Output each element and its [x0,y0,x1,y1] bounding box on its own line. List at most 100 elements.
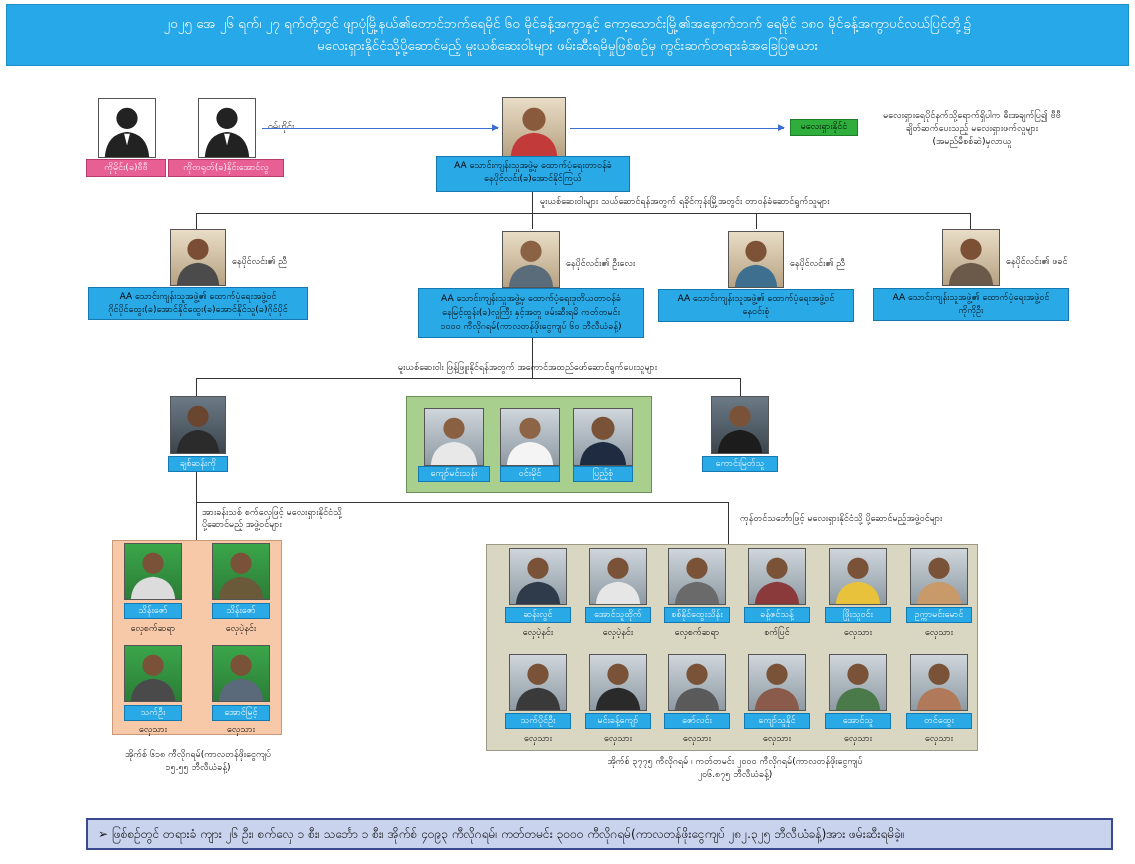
mid-caption-2: နေပိုင်လင်း၏ ဦးလေး [566,259,636,269]
name-tag-ship-12: တင်ထွေး [906,713,972,729]
branch2-label: မူးယစ်ဆေးဝါး ဖြန့်ဖြူးနိုင်ရန်အတွက် အကော… [398,363,658,373]
connector-line-horizontal [196,378,740,379]
mid-box-2: AA သောင်းကျန်းသူအဖွဲ့မှ ထောက်ပံ့ရေးဒုတိယ… [418,288,644,338]
connector-line [196,378,197,396]
role-ship-10: လှေသား [762,734,791,744]
name-tag-ship-5: ဖြိုးသူဝင်း [825,607,891,623]
name-tag-chit-san-ko: ချစ်ဆန်းကို [168,456,228,472]
left-branch-label: အားခန်းသစ် စက်လှေဖြင့် မလေးရှားနိုင်ငံသိ… [202,508,342,530]
person-photo-group-1 [424,408,484,466]
role-boat-2: လှေပဲ့နင်း [225,624,257,634]
person-photo-ship-2 [589,548,647,605]
name-tag-boat-1: သိန်းဇော် [124,603,182,619]
page-title: ၂၀၂၅ အေ ၂၆ ရက်၊ ၂၇ ရက်တို့တွင် ဖျာပုံမြိ… [6,4,1129,66]
person-photo-chit-san-ko [170,396,226,454]
role-boat-1: လှေစက်ဆရာ [130,624,176,634]
person-photo-ship-6 [910,548,968,605]
connector-arrow-left [262,128,498,129]
connector-line-horizontal [196,502,728,503]
right-seizure-note: အိုက်စ် ၃၇၇၅ ကီလိုဂရမ် ၊ ကတ်တမင်း ၂၀၀၀ က… [607,757,863,780]
name-tag-ship-7: သက်ပိုင်ဦး [505,713,571,729]
malaysia-tag: မလေးရှားနိုင်ငံ [790,119,858,136]
person-photo-boat-1 [124,543,182,600]
mid-box-1: AA သောင်းကျန်းသူအဖွဲ့၏ ထောက်ပံ့ရေးအဖွဲ့ဝ… [88,287,308,320]
person-photo-ship-12 [910,654,968,711]
summary-footer: ➢ ဖြစ်စဉ်တွင် တရားခံ ကျား ၂၆ ဦး၊ စက်လှေ … [86,818,1113,850]
person-photo-ship-8 [589,654,647,711]
connector-line [756,213,757,229]
name-tag-boat-3: သက်ဦး [124,705,182,721]
mid-box-3: AA သောင်းကျန်းသူအဖွဲ့၏ ထောက်ပံ့ရေးအဖွဲ့ဝ… [658,289,854,322]
person-photo-mid-1 [170,229,226,286]
person-photo-mid-2 [502,231,560,288]
role-ship-11: လှေသား [843,734,872,744]
role-ship-3: လှေစက်ဆရာ [674,628,720,638]
leader-box: AA သောင်းကျန်းသူအဖွဲ့မှ ထောက်ပံ့ရေးတာဝန်… [436,156,630,192]
person-photo-boat-3 [124,645,182,702]
role-ship-1: လှေပဲ့နင်း [522,628,554,638]
role-boat-3: လှေသား [138,725,167,735]
person-photo-boat-2 [212,543,270,600]
role-ship-5: လှေသား [843,628,872,638]
name-tag-ship-1: ဆန်းလွင် [505,607,571,623]
mid-caption-1: နေပိုင်လင်း၏ ညီ [232,257,287,267]
title-line-1: ၂၀၂၅ အေ ၂၆ ရက်၊ ၂၇ ရက်တို့တွင် ဖျာပုံမြိ… [163,16,972,32]
connector-arrow-right [570,128,784,129]
name-tag-ship-11: အောင်သူ [825,713,891,729]
name-tag-group-1: ကျော်မင်းသန်း [418,466,490,482]
right-branch-label: ကုန်တင်သင်္ဘောဖြင့် မလေးရှားနိုင်ငံသို့ … [740,514,943,524]
malaysia-note: မလေးရှားရေပိုင်နက်သို့ရောက်ရှိပါက ဓီးအချ… [883,111,1061,147]
connector-line [970,213,971,229]
person-photo-kaung-myat-thu [711,396,769,454]
person-photo-ship-11 [829,654,887,711]
person-photo-boat-4 [212,645,270,702]
person-photo-mid-4 [942,229,1000,286]
mid-box-4: AA သောင်းကျန်းသူအဖွဲ့၏ ထောက်ပံ့ရေးအဖွဲ့ဝ… [873,288,1069,321]
arrow-head-icon-2: ▶ [778,123,785,133]
name-tag-ship-10: ကျော်သူနိုင် [744,713,810,729]
connector-line [740,378,741,396]
name-tag-kaung-myat-thu: ကောင်းမြတ်သူ [702,456,778,472]
name-tag-ship-8: မင်းခန့်ကျော် [585,713,651,729]
name-tag-boat-2: သိန်းဇော် [212,603,270,619]
person-photo-ship-4 [748,548,806,605]
silhouette-photo-2 [198,98,256,158]
name-tag-ship-2: အောင်သူထိုက် [585,607,651,623]
name-tag-mine-bibi: ကိုမိုင်း(ခ)ဗီဗီ [86,159,166,177]
name-tag-group-2: ဝင်းမိုင် [500,466,560,482]
role-ship-2: လှေပဲ့နင်း [602,628,634,638]
name-tag-ko-tayoke: ကိုတရုတ်(ခ)နိုင်းအောင်လွ [168,159,284,177]
role-ship-9: လှေသား [682,734,711,744]
name-tag-boat-4: အောင်မြင့် [212,705,270,721]
person-photo-ship-9 [668,654,726,711]
left-seizure-note: အိုက်စ် ၆၁၈ ကီလိုဂရမ်(ကာလတန်ဖိုးငွေကျပ် … [124,750,272,773]
person-photo-ship-3 [668,548,726,605]
person-photo-group-3 [573,408,633,466]
role-ship-6: လှေသား [924,628,953,638]
connector-line [196,502,197,540]
connector-line [532,338,533,378]
name-tag-ship-9: ဇော်လင်း [664,713,730,729]
name-tag-ship-6: ဥက္ကာမင်းမောင် [906,607,972,623]
name-tag-group-3: ပြည့်စုံ [573,466,633,482]
person-photo-group-2 [500,408,560,466]
person-photo-ship-7 [509,654,567,711]
mid-caption-4: နေပိုင်လင်း၏ ဖခင် [1006,257,1068,267]
role-boat-4: လှေသား [226,725,255,735]
mid-caption-3: နေပိုင်လင်း၏ ညီ [790,259,845,269]
connector-line [728,502,729,544]
leader-photo [502,97,566,157]
arrow-head-icon: ▶ [492,123,499,133]
person-photo-ship-5 [829,548,887,605]
person-photo-ship-10 [748,654,806,711]
connector-line [532,192,533,213]
role-ship-12: လှေသား [924,734,953,744]
connector-line-horizontal [196,213,970,214]
role-ship-8: လှေသား [603,734,632,744]
role-ship-7: လှေသား [523,734,552,744]
title-line-2: မလေးရှားနိုင်ငံသို့ပို့ဆောင်မည့် မူးယစ်ဆ… [316,38,819,54]
person-photo-ship-1 [509,548,567,605]
connector-line [532,213,533,229]
arrow-label: ဝမ်ဟိုင်း [268,122,295,132]
connector-line [196,472,197,502]
